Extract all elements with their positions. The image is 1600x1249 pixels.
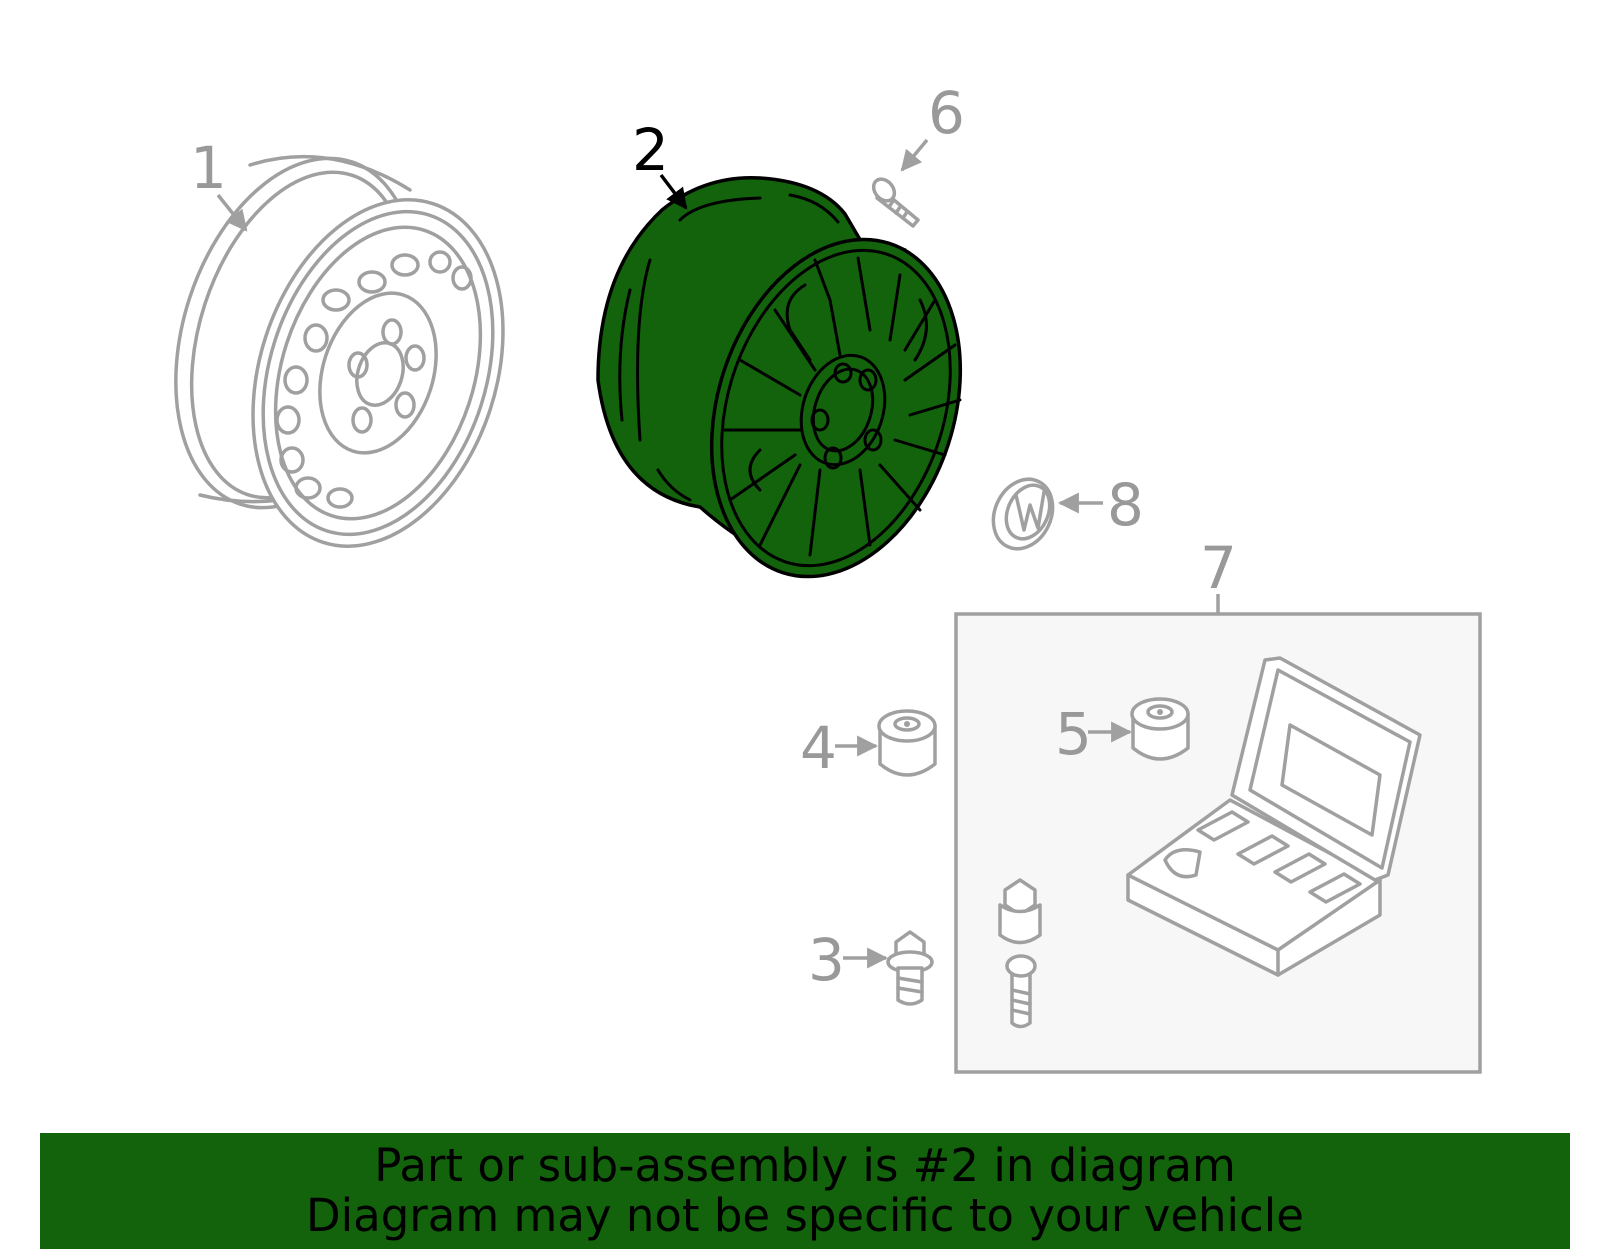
callout-3: 3 [808,926,845,994]
lock-key-and-bolt [998,878,1042,1029]
lock-kit-case [1126,656,1422,977]
callout-2-arrow [659,173,688,210]
callout-1-arrow [216,193,248,232]
banner-line-2: Diagram may not be specific to your vehi… [306,1189,1304,1242]
valve-stem-part-6[interactable] [869,175,920,228]
wheel-bolt-part-3[interactable] [886,930,934,1006]
banner-line-1: Part or sub-assembly is #2 in diagram [374,1139,1236,1192]
lock-nut-part-4[interactable] [877,709,937,777]
callout-8: 8 [1107,471,1144,539]
callout-5: 5 [1055,700,1092,768]
center-cap-part-8[interactable] [982,470,1063,559]
callout-2: 2 [632,116,669,184]
lock-nut-part-5[interactable] [1130,697,1190,761]
callout-7: 7 [1200,534,1237,602]
callout-6: 6 [928,79,965,147]
info-banner: Part or sub-assembly is #2 in diagram Di… [40,1133,1570,1249]
alloy-wheel-part-2[interactable] [596,176,1002,609]
steel-wheel-part-1[interactable] [134,127,545,579]
callout-6-arrow [900,138,929,172]
callout-1: 1 [190,134,227,202]
callout-4: 4 [800,714,837,782]
